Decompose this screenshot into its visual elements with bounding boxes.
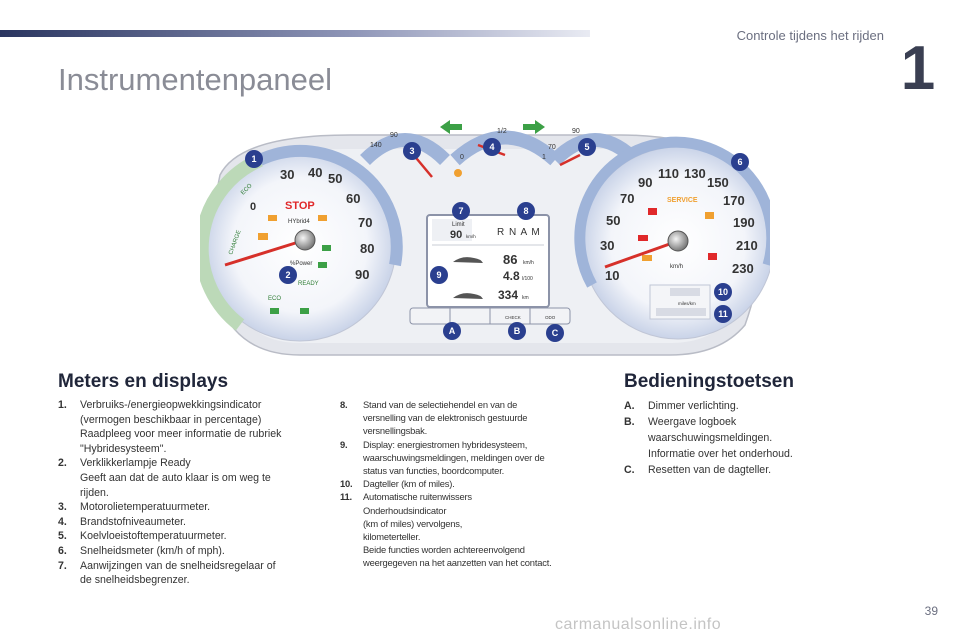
svg-text:90: 90 [390,132,398,139]
instrument-panel-svg: 90 140 0 1/2 1 90 70 CHARGE ECO 0 30 40 … [194,120,778,356]
svg-text:190: 190 [733,215,755,230]
svg-text:6: 6 [737,157,742,167]
svg-text:km/h: km/h [466,234,476,239]
svg-text:90: 90 [450,229,462,241]
watermark: carmanualsonline.info [555,616,722,633]
svg-text:40: 40 [308,165,322,180]
svg-text:80: 80 [360,241,374,256]
svg-text:10: 10 [605,268,619,283]
instrument-panel-illustration: 90 140 0 1/2 1 90 70 CHARGE ECO 0 30 40 … [194,115,778,360]
meters-list-continued: 8.Stand van de selectiehendel en van de … [340,398,605,570]
svg-text:A: A [449,326,456,336]
svg-text:86: 86 [503,252,517,267]
meters-heading: Meters en displays [58,371,229,392]
controls-heading: Bedieningstoetsen [624,371,794,392]
list-item: 2.Verklikkerlampje Ready Geeft aan dat d… [58,457,271,499]
svg-text:7: 7 [458,206,463,216]
control-buttons-bar: CHECK ODO [409,307,571,325]
list-item: 4.Brandstofniveaumeter. [58,515,186,528]
turn-signal-arrows [440,120,545,134]
svg-text:30: 30 [280,167,294,182]
svg-text:230: 230 [732,261,754,276]
svg-text:C: C [552,328,559,338]
callout-markers: 1 2 3 4 5 6 7 8 9 10 11 A B C [245,138,749,342]
energy-meter-dial: CHARGE ECO 0 30 40 50 60 70 80 90 STOP H… [194,144,403,342]
svg-text:ODO: ODO [545,315,556,320]
svg-text:334: 334 [498,288,518,302]
svg-text:4.8: 4.8 [503,269,520,283]
center-multifunction-display: Limit 90 km/h R N A M 86 km/h 4.8 l/100 … [426,214,550,308]
list-item: 8.Stand van de selectiehendel en van de … [340,399,528,437]
svg-text:km/h: km/h [670,264,683,270]
svg-text:210: 210 [736,238,758,253]
svg-text:9: 9 [436,270,441,280]
svg-text:ECO: ECO [268,296,281,302]
list-item: B.Weergave logboek waarschuwingsmeldinge… [624,416,793,460]
svg-text:5: 5 [584,142,589,152]
svg-text:90: 90 [355,267,369,282]
svg-text:170: 170 [723,193,745,208]
svg-text:90: 90 [638,175,652,190]
list-item: 1.Verbruiks-/energieopwekkingsindicator … [58,399,282,455]
svg-text:Limit: Limit [452,222,465,228]
svg-text:3: 3 [409,146,414,156]
svg-text:B: B [514,326,521,336]
list-item: 10.Dagteller (km of miles). [340,478,455,490]
list-item: 11.Automatische ruitenwissers Onderhouds… [340,491,552,569]
list-item: 7.Aanwijzingen van de snelheidsregelaar … [58,559,276,587]
section-title: Controle tijdens het rijden [736,28,884,43]
svg-text:HYbrid4: HYbrid4 [288,219,310,225]
svg-text:70: 70 [620,191,634,206]
svg-text:SERVICE: SERVICE [667,197,698,204]
svg-text:0: 0 [460,154,464,161]
list-item: A.Dimmer verlichting. [624,400,739,412]
svg-text:l/100: l/100 [522,276,533,282]
svg-text:10: 10 [718,287,728,297]
svg-text:READY: READY [298,281,319,287]
list-item: 3.Motorolietemperatuurmeter. [58,501,211,514]
svg-text:60: 60 [346,191,360,206]
svg-text:130: 130 [684,166,706,181]
page-number: 39 [924,604,938,618]
svg-text:8: 8 [523,206,528,216]
controls-list: A.Dimmer verlichting. B.Weergave logboek… [624,398,854,478]
list-item: 9.Display: energiestromen hybridesysteem… [340,438,545,477]
svg-text:4: 4 [489,142,494,152]
svg-text:km/h: km/h [523,260,534,266]
svg-text:0: 0 [250,201,256,213]
svg-text:140: 140 [370,142,382,149]
svg-text:110: 110 [658,166,679,181]
svg-text:11: 11 [718,309,728,319]
svg-text:1/2: 1/2 [497,128,507,135]
svg-text:R N A M: R N A M [497,227,541,238]
svg-text:90: 90 [572,128,580,135]
svg-text:km: km [522,295,529,301]
chapter-number: 1 [900,34,936,103]
svg-text:70: 70 [358,215,372,230]
svg-text:1: 1 [251,154,256,164]
svg-text:%Power: %Power [290,261,312,267]
list-item: C.Resetten van de dagteller. [624,464,772,476]
page-title: Instrumentenpaneel [58,62,333,97]
svg-text:STOP: STOP [285,200,315,212]
list-item: 6.Snelheidsmeter (km/h of mph). [58,544,225,557]
svg-text:2: 2 [285,270,290,280]
svg-text:150: 150 [707,175,729,190]
header-bar [0,30,590,37]
svg-text:50: 50 [606,213,620,228]
meters-list: 1.Verbruiks-/energieopwekkingsindicator … [58,398,328,588]
svg-text:50: 50 [328,171,342,186]
svg-text:1: 1 [542,154,546,161]
svg-text:70: 70 [548,144,556,151]
svg-text:30: 30 [600,238,614,253]
svg-text:CHECK: CHECK [505,315,521,320]
list-item: 5.Koelvloeistoftemperatuurmeter. [58,530,227,543]
svg-text:miles/km: miles/km [678,301,696,306]
speedometer-dial: 10 30 50 70 90 110 130 150 170 190 210 2… [574,136,778,340]
